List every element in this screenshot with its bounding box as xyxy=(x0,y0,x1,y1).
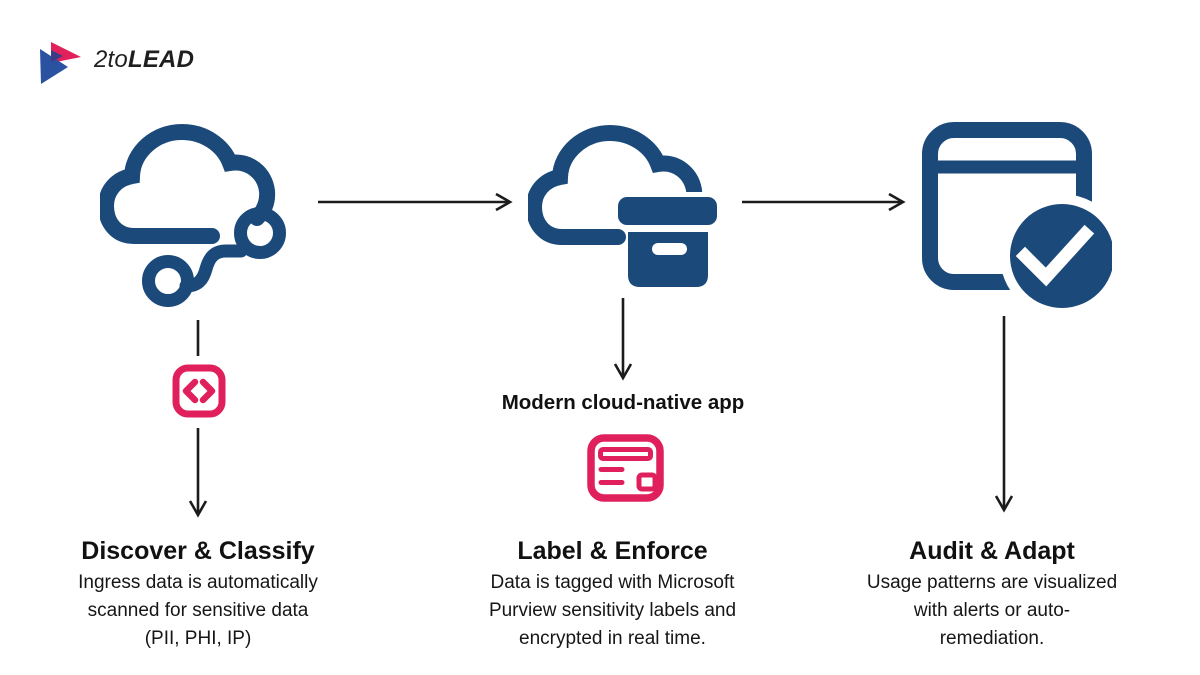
window-check-icon xyxy=(922,122,1112,315)
step-title: Audit & Adapt xyxy=(909,537,1075,565)
step-label-enforce: Label & Enforce Data is tagged with Micr… xyxy=(440,536,785,653)
step-description: Data is tagged with Microsoft Purview se… xyxy=(488,572,737,649)
cloud-archive-icon xyxy=(528,124,723,287)
step-title: Discover & Classify xyxy=(81,537,315,565)
arrow-discover-to-label xyxy=(318,192,513,212)
arrow-label-to-app-note xyxy=(613,298,633,381)
modern-app-label: Modern cloud-native app xyxy=(501,391,745,414)
arrow-audit-to-text xyxy=(994,316,1014,513)
web-app-icon xyxy=(587,434,664,502)
arrow-label-to-audit xyxy=(742,192,906,212)
2tolead-logo-text: 2toLEAD xyxy=(94,46,194,74)
step-description: Usage patterns are visualized with alert… xyxy=(866,572,1118,649)
step-audit-adapt: Audit & Adapt Usage patterns are visuali… xyxy=(818,536,1166,653)
cloud-scan-icon xyxy=(100,123,286,307)
arrow-code-to-discover-text xyxy=(188,428,208,518)
logo-text-prefix: 2to xyxy=(94,46,128,73)
code-icon xyxy=(172,364,226,418)
step-description: Ingress data is automatically scanned fo… xyxy=(78,572,318,649)
step-title: Label & Enforce xyxy=(517,537,708,565)
logo-text-suffix: LEAD xyxy=(127,46,195,73)
step-discover-classify: Discover & Classify Ingress data is auto… xyxy=(28,536,368,653)
2tolead-logo-icon xyxy=(40,42,81,84)
